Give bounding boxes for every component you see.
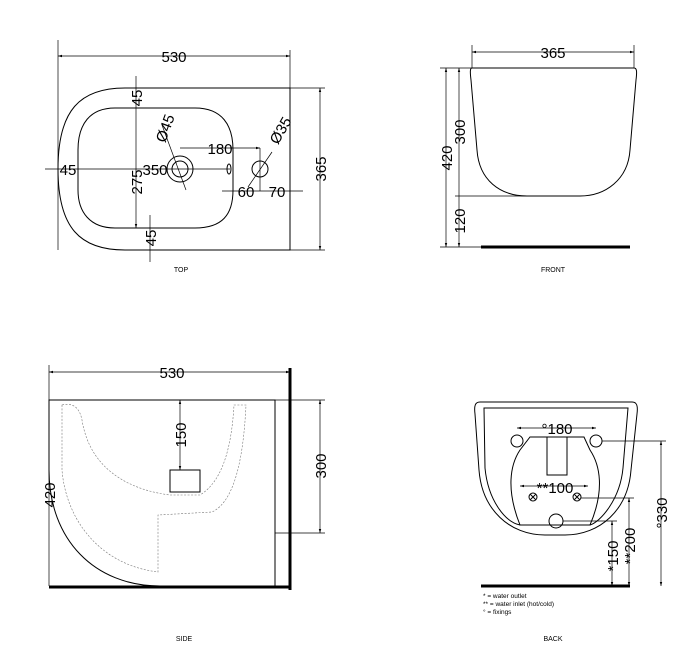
label-side: SIDE [176, 636, 193, 643]
legend-water-outlet: * = water outlet [483, 593, 527, 600]
dim-back-fix-height: °330 [654, 497, 671, 528]
side-body [48, 399, 276, 587]
dim-back-fixings: °180 [541, 421, 572, 438]
label-front: FRONT [541, 267, 566, 274]
dim-top-offset-a: 60 [238, 184, 255, 201]
dim-front-floor: 120 [452, 208, 469, 233]
dim-side-body: 300 [313, 453, 330, 478]
dim-side-width: 530 [159, 365, 184, 382]
legend-water-inlet: ** = water inlet (hot/cold) [483, 601, 554, 608]
dim-back-inlet: **100 [537, 480, 574, 497]
label-top: TOP [174, 267, 189, 274]
back-outer [474, 401, 638, 536]
dim-top-tap-dia: Ø35 [267, 114, 296, 147]
dim-back-inlet-height: **200 [622, 528, 639, 565]
dim-front-width: 365 [540, 45, 565, 62]
dim-top-bowl-depth: 275 [129, 169, 146, 194]
dim-side-height: 420 [42, 482, 59, 507]
water-outlet [548, 513, 564, 529]
back-view: °180 **100 °330 **200 *150 * = water out… [474, 401, 671, 643]
legend-fixings: ° = fixings [483, 608, 512, 616]
dim-front-height: 420 [439, 145, 456, 170]
dim-top-offset-b: 70 [269, 184, 286, 201]
dim-top-rim-left: 45 [60, 162, 77, 179]
dim-top-outlet-dia: Ø45 [153, 112, 179, 144]
dim-top-rim-bottom: 45 [143, 230, 160, 247]
top-inner-bowl [77, 107, 234, 229]
side-view: 530 420 300 150 SIDE [42, 365, 330, 643]
back-channel [546, 436, 568, 476]
side-hidden-lines [61, 404, 247, 573]
water-inlet-left [528, 492, 538, 502]
dim-top-depth: 365 [313, 156, 330, 181]
dim-top-bowl-length: 350 [142, 162, 167, 179]
label-back: BACK [543, 636, 562, 643]
dim-back-outlet-height: *150 [605, 541, 622, 572]
dim-top-hole-spacing: 180 [207, 141, 232, 158]
water-inlet-right [572, 492, 582, 502]
dim-side-drain: 150 [173, 422, 190, 447]
fixing-hole-right [589, 434, 603, 448]
dim-top-width: 530 [161, 49, 186, 66]
fixing-hole-left [510, 434, 524, 448]
side-outlet [169, 469, 201, 493]
back-cavity [510, 436, 600, 526]
dim-front-body: 300 [452, 119, 469, 144]
dim-top-rim-top: 45 [129, 90, 146, 107]
front-view: 365 420 300 120 FRONT [439, 45, 638, 274]
front-body [469, 67, 638, 197]
top-view: 530 365 45 350 45 275 45 180 Ø45 Ø35 60 … [45, 40, 330, 274]
